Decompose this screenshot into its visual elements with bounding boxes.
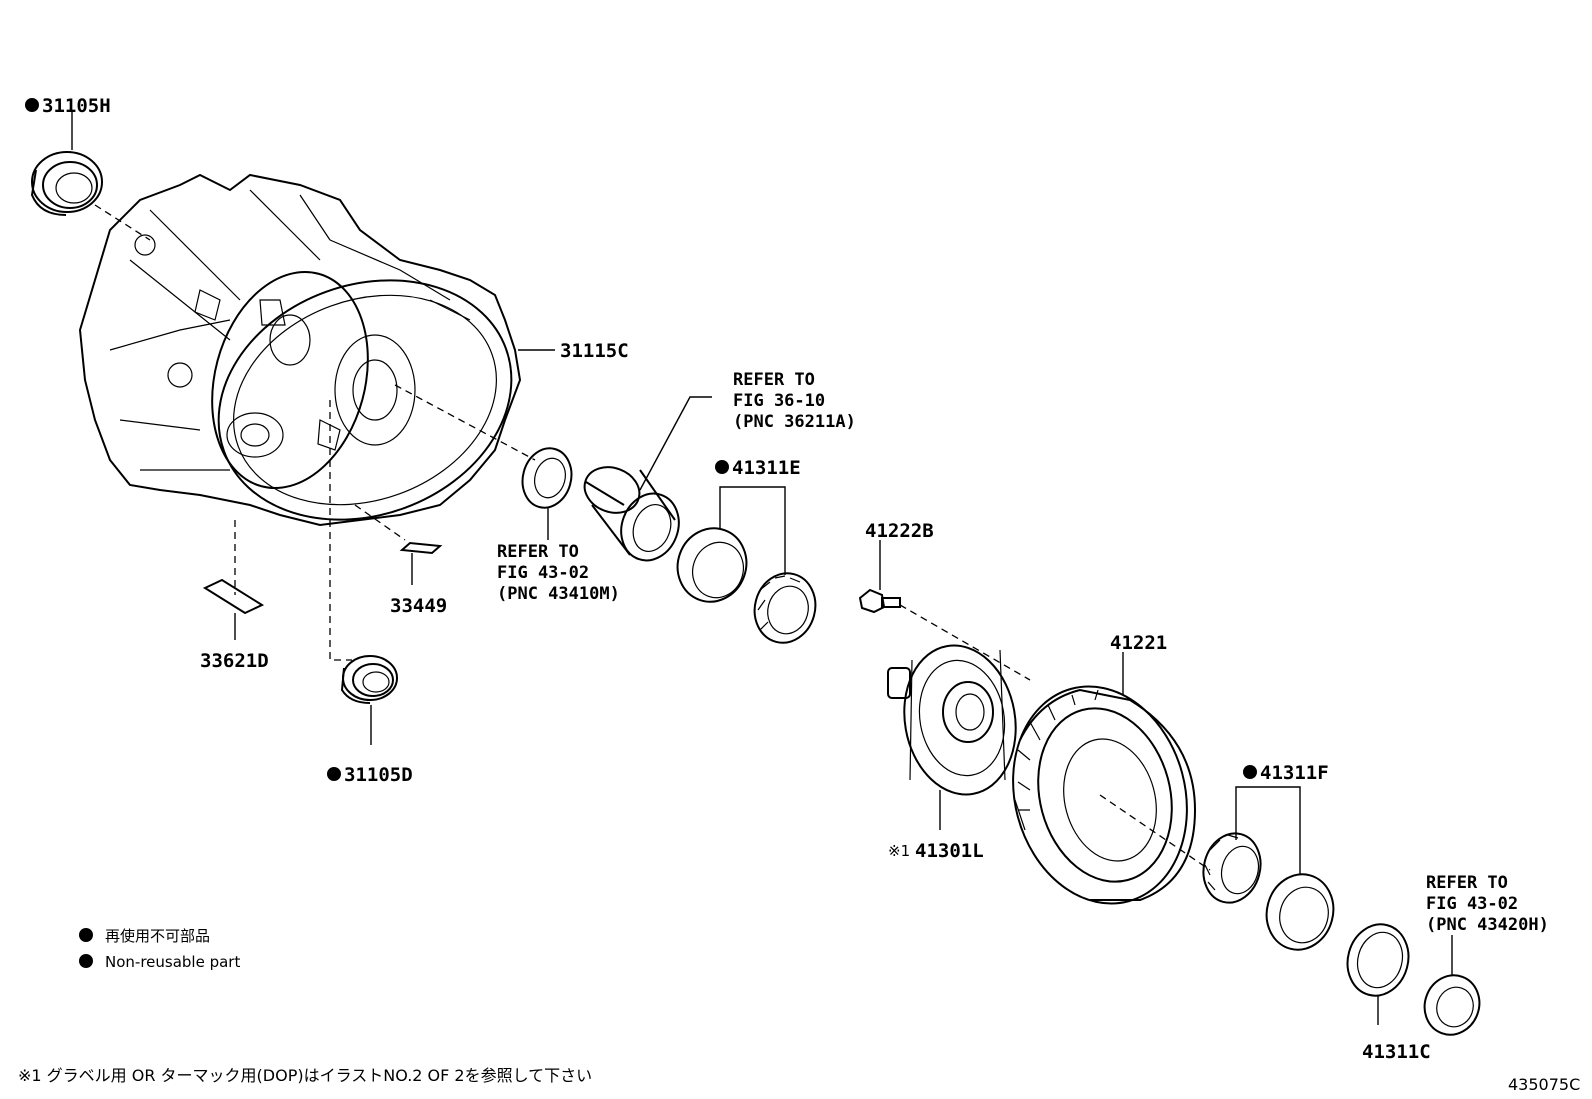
footnote: ※1 グラベル用 OR ターマック用(DOP)はイラストNO.2 OF 2を参照… — [18, 1066, 592, 1085]
non-reusable-dot-41311F — [1243, 765, 1257, 779]
callout-41311C: 41311C — [1362, 1041, 1431, 1063]
callout-33449: 33449 — [390, 595, 447, 617]
bearing-41311E-drawing — [676, 527, 817, 644]
bolt-41222B-drawing — [858, 588, 901, 614]
axle-oil-seal-drawing — [521, 447, 573, 509]
oil-seal-31105D-drawing — [340, 655, 398, 704]
shim-41311C-drawing — [1346, 923, 1410, 997]
callout-41311F: 41311F — [1260, 762, 1329, 784]
callout-31105H: 31105H — [42, 95, 111, 117]
callout-41301L: 41301L — [915, 840, 984, 862]
ref-fig43b-line2: FIG 43-02 — [1426, 894, 1518, 914]
callout-41221: 41221 — [1110, 632, 1167, 654]
ref-fig43a-line2: FIG 43-02 — [497, 563, 589, 583]
ref-fig43b-line1: REFER TO — [1426, 873, 1508, 893]
callout-33621D: 33621D — [200, 650, 269, 672]
ref-fig36-line1: REFER TO — [733, 370, 815, 390]
legend-dot-jp — [79, 928, 93, 942]
transmission-case-drawing — [78, 173, 522, 527]
plate-33621D-drawing — [202, 578, 265, 615]
legend-en-text: Non-reusable part — [105, 953, 240, 971]
ref-fig43a-line1: REFER TO — [497, 542, 579, 562]
ref-fig36-line3: (PNC 36211A) — [733, 412, 856, 432]
non-reusable-dot-41311E — [715, 460, 729, 474]
non-reusable-dot-31105H — [25, 98, 39, 112]
callout-41222B: 41222B — [865, 520, 934, 542]
callout-31115C: 31115C — [560, 340, 629, 362]
callout-31105D: 31105D — [344, 764, 413, 786]
legend-jp-text: 再使用不可部品 — [105, 927, 210, 945]
callout-41311E: 41311E — [732, 457, 801, 479]
figure-code: 435075C — [1508, 1075, 1580, 1094]
differential-case-drawing — [887, 644, 1017, 796]
bushing-drawing — [583, 466, 680, 562]
ref-fig43a-line3: (PNC 43410M) — [497, 584, 620, 604]
side-oil-seal-drawing — [1423, 974, 1481, 1036]
callout-note-mark: ※1 — [888, 842, 910, 860]
non-reusable-dot-31105D — [327, 767, 341, 781]
oil-seal-31105H-drawing — [30, 151, 103, 216]
bearing-41311F-drawing — [1202, 832, 1335, 951]
ref-fig43b-line3: (PNC 43420H) — [1426, 915, 1549, 935]
ref-fig36-line2: FIG 36-10 — [733, 391, 825, 411]
legend-dot-en — [79, 954, 93, 968]
plate-33449-drawing — [399, 541, 443, 555]
legend: 再使用不可部品 Non-reusable part — [79, 927, 240, 971]
ring-gear-41221-drawing — [1012, 685, 1197, 905]
